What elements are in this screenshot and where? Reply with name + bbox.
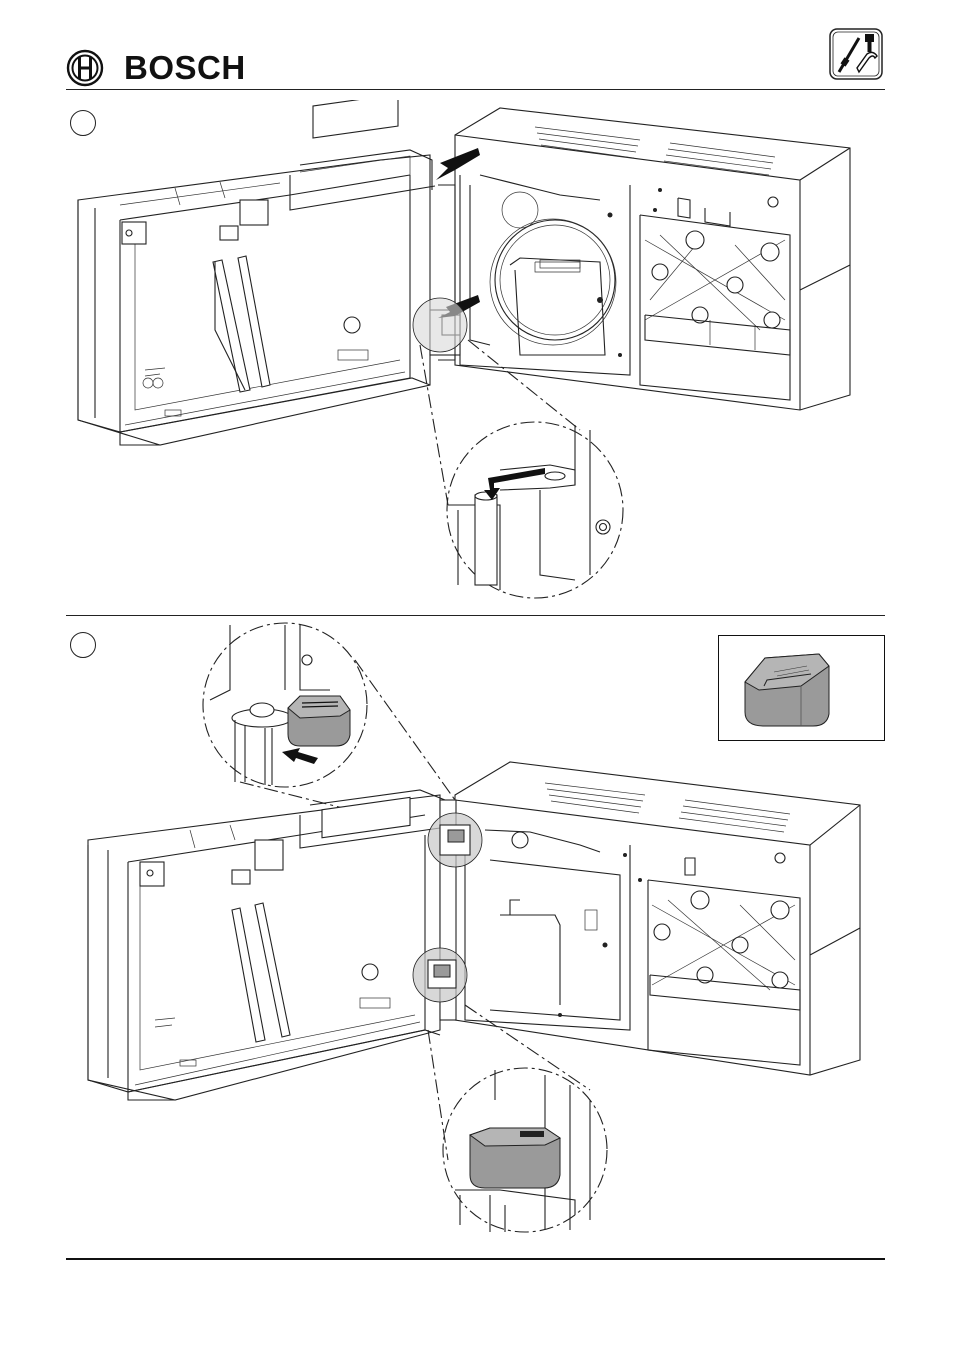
bosch-armature-logo-icon [66,49,104,87]
brand-name: BOSCH [124,49,246,87]
figure-2-hinge-block-illustration [60,618,880,1248]
footer-rule [66,1258,885,1260]
header-rule [66,89,885,90]
figure-1-hinge-mounting-illustration [60,100,880,605]
bosch-logo: BOSCH [66,49,246,87]
cabinet-left-half [78,100,435,445]
cabinet-right-half [430,108,850,410]
cabinet-left-half [88,790,445,1100]
section-divider [66,615,885,616]
screwdriver-wrench-tools-icon [829,28,883,80]
cabinet-right-half [440,762,860,1075]
